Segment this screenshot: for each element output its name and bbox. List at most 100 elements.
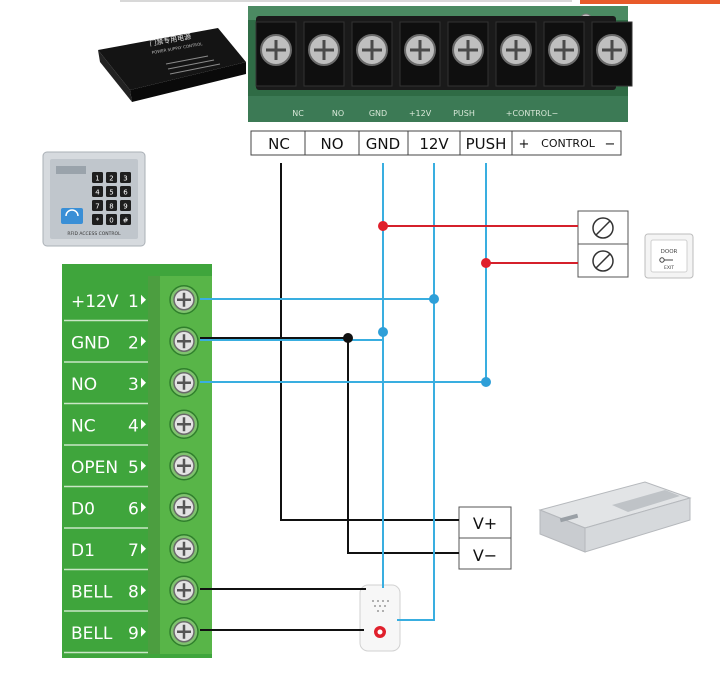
controller-terminal-number: 8 xyxy=(128,582,139,602)
pcb-screw-icon xyxy=(255,21,297,87)
keypad-key: 9 xyxy=(120,200,131,211)
power-supply-box: 门禁专用电源 POWER SUPPLY CONTROL xyxy=(98,28,246,102)
controller-terminal-label: NC xyxy=(71,416,96,436)
terminal-screw-icon xyxy=(169,326,199,356)
wire-ps-12v xyxy=(397,163,435,621)
pcb-screw-icon xyxy=(351,21,393,87)
controller-terminal-row: D1 7 xyxy=(64,534,199,571)
ps-label-nc: NC xyxy=(268,135,290,153)
doorbell xyxy=(359,584,401,652)
keypad-key: 0 xyxy=(106,214,117,225)
keypad-key: 4 xyxy=(92,186,103,197)
controller-terminal-label: D1 xyxy=(71,541,95,561)
pcb-screw-icon xyxy=(591,21,633,87)
junction-blue xyxy=(481,377,491,387)
controller-terminal-label: +12V xyxy=(71,292,119,312)
controller-terminal-row: BELL 8 xyxy=(64,575,199,612)
pcb-screw-icon xyxy=(447,21,489,87)
rfid-logo-icon xyxy=(61,208,83,224)
keypad-key: 1 xyxy=(92,172,103,183)
lock-label-vminus: V− xyxy=(473,546,497,565)
pcb-silk-label: +12V xyxy=(409,109,432,118)
wires xyxy=(200,163,578,631)
lock-label-vplus: V+ xyxy=(473,514,497,533)
pcb-silk-label: GND xyxy=(369,109,387,118)
svg-text:3: 3 xyxy=(123,175,127,183)
ps-label-12v: 12V xyxy=(419,135,449,153)
controller-terminal-number: 5 xyxy=(128,458,139,478)
svg-text:#: # xyxy=(123,217,129,225)
exit-button-terminals xyxy=(577,210,629,278)
keypad-key: # xyxy=(120,214,131,225)
controller-terminal-row: +12V 1 xyxy=(64,285,199,322)
junction-blue xyxy=(378,327,388,337)
svg-text:*: * xyxy=(96,217,100,225)
key-icon xyxy=(659,257,673,263)
pcb-silk-label: NC xyxy=(292,109,304,118)
terminal-screw-icon xyxy=(169,534,199,564)
controller-terminal-number: 4 xyxy=(128,416,139,436)
ps-label-control-plus: + xyxy=(519,137,530,152)
terminal-screw-icon xyxy=(169,575,199,605)
svg-text:5: 5 xyxy=(109,189,113,197)
terminal-screw-icon xyxy=(169,617,199,647)
pcb-silk-label: PUSH xyxy=(453,109,475,118)
svg-text:2: 2 xyxy=(109,175,113,183)
top-accent-bar xyxy=(580,0,720,4)
exit-button[interactable]: DOOR EXIT xyxy=(644,233,694,279)
speaker-grille-icon xyxy=(372,600,389,612)
pcb-screw-icon xyxy=(495,21,537,87)
pcb-screw-icon xyxy=(399,21,441,87)
controller-terminal-number: 1 xyxy=(128,292,139,312)
pcb-screw-icon xyxy=(303,21,345,87)
controller-terminal-label: NO xyxy=(71,375,97,395)
terminal-screw-icon xyxy=(169,368,199,398)
exit-button-sublabel: EXIT xyxy=(664,265,674,271)
junctions xyxy=(343,221,491,387)
junction-red xyxy=(378,221,388,231)
junction-blue xyxy=(429,294,439,304)
terminal-screw-icon xyxy=(169,285,199,315)
pcb-silk-label: NO xyxy=(332,109,344,118)
exit-button-label: DOOR xyxy=(661,249,678,255)
pcb-screw-group xyxy=(255,21,633,87)
terminal-screw-icon xyxy=(169,451,199,481)
controller-terminal-number: 7 xyxy=(128,541,139,561)
controller-terminal-label: BELL xyxy=(71,582,113,602)
controller-terminal-number: 6 xyxy=(128,499,139,519)
keypad-key: 2 xyxy=(106,172,117,183)
wire-gnd-to-vminus xyxy=(200,337,459,554)
pcb-screw-icon xyxy=(543,21,585,87)
ps-label-no: NO xyxy=(320,135,343,153)
svg-text:0: 0 xyxy=(109,217,113,225)
controller-terminal-label: OPEN xyxy=(71,458,118,478)
ps-label-control-minus: − xyxy=(605,137,616,152)
keypad-caption: RFID ACCESS CONTROL xyxy=(67,231,121,237)
controller-terminal-number: 2 xyxy=(128,333,139,353)
keypad-key: 5 xyxy=(106,186,117,197)
ps-label-gnd: GND xyxy=(366,135,400,153)
terminal-screw-icon xyxy=(169,409,199,439)
pcb-silk-label: +CONTROL− xyxy=(506,109,558,118)
svg-text:8: 8 xyxy=(109,203,113,211)
controller-terminal-number: 9 xyxy=(128,624,139,644)
pcb-silkscreen: NC NO GND +12V PUSH +CONTROL− xyxy=(292,109,558,118)
keypad-key: 7 xyxy=(92,200,103,211)
ps-label-push: PUSH xyxy=(466,135,507,153)
controller-terminal-number: 3 xyxy=(128,375,139,395)
junction-red xyxy=(481,258,491,268)
svg-text:4: 4 xyxy=(95,189,100,197)
svg-text:1: 1 xyxy=(95,175,99,183)
terminal-screw-icon xyxy=(169,492,199,522)
power-supply-terminal-labels: NC NO GND 12V PUSH + CONTROL − xyxy=(250,130,622,156)
controller-terminal-row: NO 3 xyxy=(64,368,199,405)
junction-black xyxy=(343,333,353,343)
